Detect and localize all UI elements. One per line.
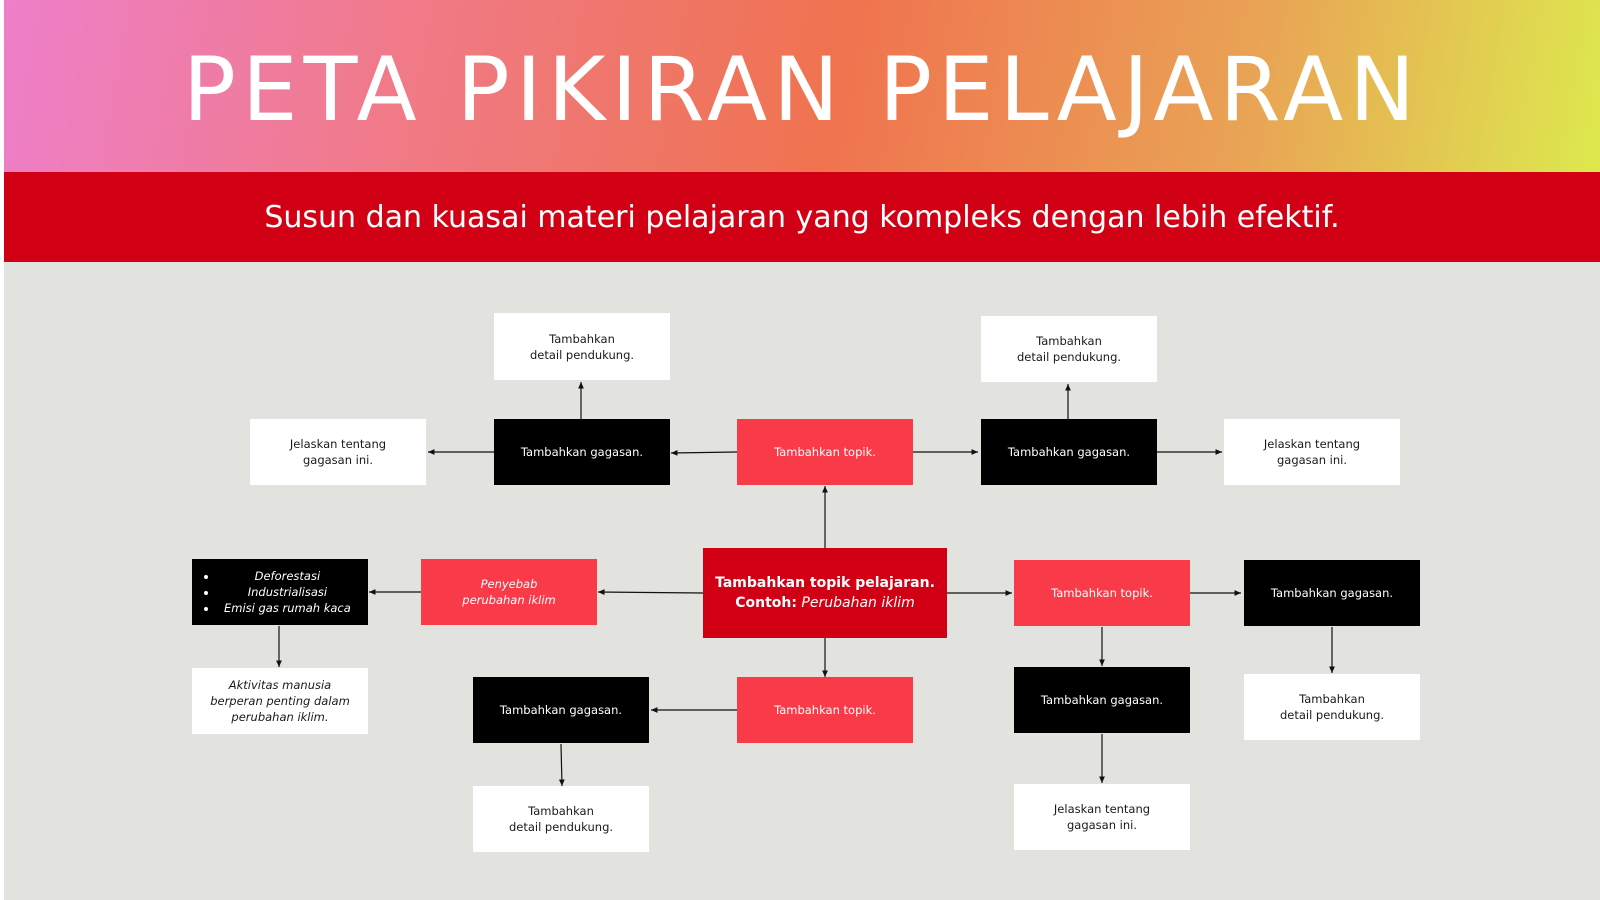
detail-node-right-far: Tambahkan detail pendukung. — [1244, 674, 1420, 740]
explain-line: Jelaskan tentang — [289, 437, 387, 451]
topic-left-line2: perubahan iklim — [462, 593, 556, 607]
idea-node-right-lower: Tambahkan gagasan. — [1014, 667, 1190, 733]
explain-line: gagasan ini. — [1276, 453, 1347, 467]
note-line: Aktivitas manusia — [228, 678, 332, 692]
detail-line: Tambahkan — [549, 331, 615, 346]
cause-item: Emisi gas rumah kaca — [218, 600, 351, 616]
idea-node-top-right: Tambahkan gagasan. — [981, 419, 1157, 485]
page-title: PETA PIKIRAN PELAJARAN — [182, 38, 1422, 141]
explain-line: gagasan ini. — [302, 453, 373, 467]
topic-node-top: Tambahkan topik. — [737, 419, 913, 485]
central-topic-line: Tambahkan topik pelajaran. — [715, 575, 935, 591]
explain-node-top-left: Jelaskan tentang gagasan ini. — [250, 419, 426, 485]
detail-line: Tambahkan — [1036, 334, 1102, 348]
topic-node-bottom: Tambahkan topik. — [737, 677, 913, 743]
causes-list-node: Deforestasi Industrialisasi Emisi gas ru… — [192, 559, 368, 625]
detail-node-bottom-left: Tambahkan detail pendukung. — [473, 786, 649, 852]
cause-item: Deforestasi — [218, 568, 351, 584]
cause-item: Industrialisasi — [218, 584, 351, 600]
explain-node-right-lower: Jelaskan tentang gagasan ini. — [1014, 784, 1190, 850]
detail-line: detail pendukung. — [508, 820, 614, 834]
topic-node-right: Tambahkan topik. — [1014, 560, 1190, 626]
explain-node-top-right: Jelaskan tentang gagasan ini. — [1224, 419, 1400, 485]
detail-node-top-right: Tambahkan detail pendukung. — [981, 316, 1157, 382]
detail-line: detail pendukung. — [1016, 350, 1122, 364]
idea-node-bottom-left: Tambahkan gagasan. — [473, 677, 649, 743]
detail-line: Tambahkan — [528, 804, 594, 818]
page-subtitle: Susun dan kuasai materi pelajaran yang k… — [264, 199, 1340, 235]
idea-node-right-far: Tambahkan gagasan. — [1244, 560, 1420, 626]
central-topic-example: Contoh: Perubahan iklim — [715, 593, 935, 613]
example-value: Perubahan iklim — [801, 595, 915, 611]
explain-line: Jelaskan tentang — [1053, 802, 1151, 816]
explain-line: gagasan ini. — [1066, 818, 1137, 832]
central-topic-node: Tambahkan topik pelajaran. Contoh: Perub… — [703, 548, 947, 638]
note-line: perubahan iklim. — [231, 710, 329, 724]
idea-node-top-left: Tambahkan gagasan. — [494, 419, 670, 485]
title-banner: PETA PIKIRAN PELAJARAN — [4, 0, 1600, 172]
topic-left-line1: Penyebab — [480, 577, 538, 591]
cause-note-node: Aktivitas manusia berperan penting dalam… — [192, 668, 368, 734]
note-line: berperan penting dalam — [210, 694, 350, 708]
detail-line: Tambahkan — [1299, 692, 1365, 706]
example-label: Contoh: — [735, 595, 797, 611]
causes-list: Deforestasi Industrialisasi Emisi gas ru… — [202, 568, 351, 616]
detail-line: detail pendukung. — [529, 347, 635, 362]
topic-node-left: Penyebab perubahan iklim — [421, 559, 597, 625]
detail-node-top-left: Tambahkan detail pendukung. — [494, 313, 670, 380]
detail-line: detail pendukung. — [1279, 708, 1385, 722]
subtitle-band: Susun dan kuasai materi pelajaran yang k… — [4, 172, 1600, 262]
explain-line: Jelaskan tentang — [1263, 437, 1361, 451]
